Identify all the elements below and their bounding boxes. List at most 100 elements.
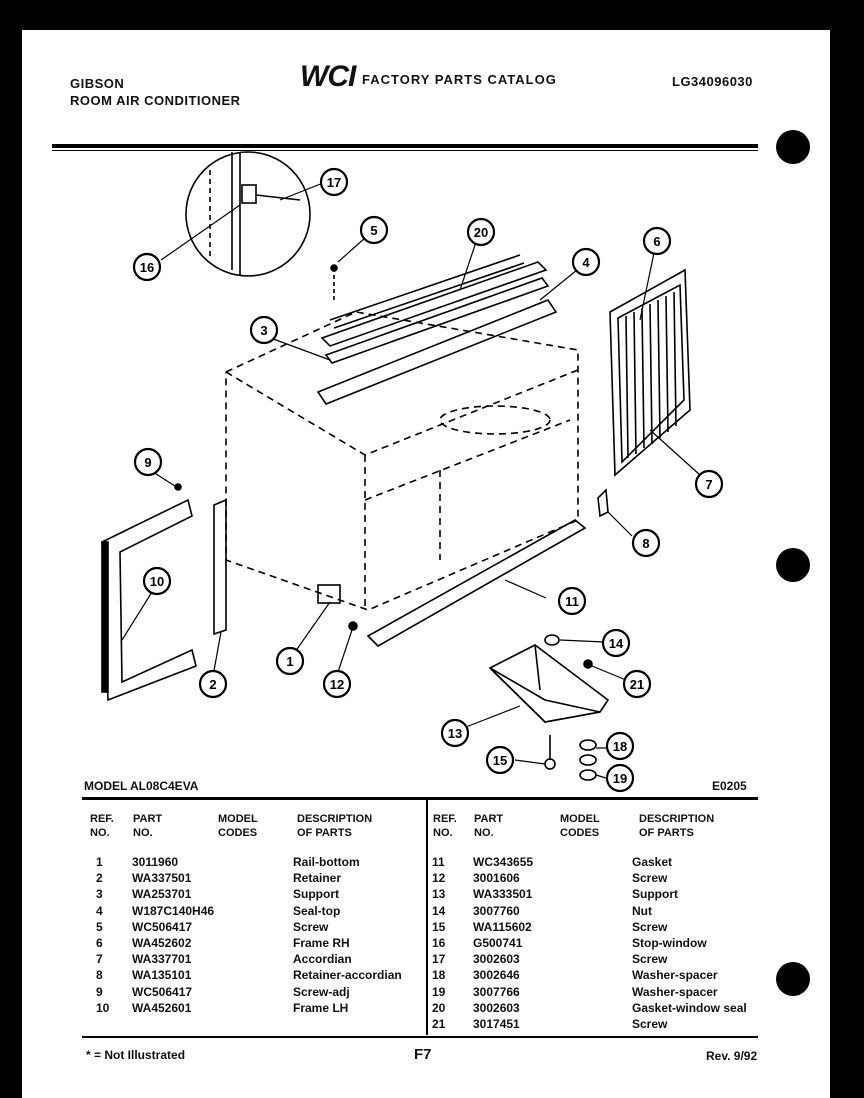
table-divider: [426, 800, 428, 1035]
callout-circles: [132, 167, 724, 793]
leader-lines: [121, 182, 701, 779]
table-cell: 3002603: [473, 952, 520, 967]
table-top-rule: [82, 797, 758, 800]
model-label: MODEL AL08C4EVA: [84, 779, 199, 793]
table-cell: 16: [432, 936, 446, 951]
callout-numbers: 1 2 3 4 5 6 7 8 9 10 11 12 13 14 15 16 1…: [140, 175, 713, 786]
table-cell: 3002603: [473, 1000, 520, 1015]
callout-label: 9: [144, 455, 151, 470]
table-cell: Retainer-accordian: [293, 968, 402, 983]
table-cell: 10: [96, 1000, 110, 1015]
wci-logo: WCI: [300, 60, 356, 93]
table-cell: W187C140H46: [132, 903, 215, 918]
callout-label: 4: [582, 255, 590, 270]
binder-hole: [776, 130, 810, 164]
bottom-gasket: [366, 519, 587, 647]
table-cell: 1: [96, 855, 103, 869]
table-cell: Accordian: [293, 952, 352, 967]
table-cell: 3011960: [132, 855, 179, 869]
table-cell: Nut: [632, 903, 652, 918]
table-cell: WA452601: [132, 1000, 192, 1015]
brand-name: GIBSON: [70, 76, 125, 91]
binder-hole: [776, 548, 810, 582]
table-cell: 21: [432, 1017, 446, 1032]
callout-label: 18: [613, 739, 627, 754]
table-cell: 8: [96, 968, 103, 983]
table-cell: 6: [96, 936, 103, 951]
callout-label: 12: [330, 677, 344, 692]
exploded-parts-diagram: 1 2 3 4 5 6 7 8 9 10 11 12 13 14 15 16 1…: [101, 151, 724, 793]
callout-label: 20: [474, 225, 488, 240]
callout-label: 3: [260, 323, 267, 338]
table-cell: 12: [432, 871, 446, 886]
table-cell: Stop-window: [632, 936, 707, 951]
callout-label: 19: [613, 771, 627, 786]
table-cell: WA337701: [132, 952, 192, 967]
header-rule: [52, 144, 758, 148]
table-cell: 3007766: [473, 984, 520, 999]
table-cell: WA135101: [132, 968, 192, 983]
table-cell: 3002646: [473, 968, 520, 983]
callout-label: 8: [642, 536, 649, 551]
callout-label: 16: [140, 260, 154, 275]
callout-label: 17: [327, 175, 341, 190]
catalog-number: LG34096030: [672, 74, 753, 89]
table-bottom-rule: [82, 1036, 758, 1038]
table-cell: Frame LH: [293, 1000, 349, 1015]
table-cell: Screw: [632, 952, 668, 967]
table-cell: Screw: [632, 871, 668, 886]
table-cell: WA337501: [132, 871, 192, 886]
table-cell: Frame RH: [293, 936, 350, 951]
header-rule-thin: [52, 150, 758, 151]
header-ref: REF.NO.: [90, 813, 114, 839]
table-cell: WC506417: [132, 984, 193, 999]
table-cell: Screw: [293, 919, 329, 934]
model-code: E0205: [712, 779, 747, 793]
table-cell: 14: [432, 903, 446, 918]
table-cell: 19: [432, 984, 446, 999]
binder-hole: [776, 962, 810, 996]
revision-date: Rev. 9/92: [706, 1049, 758, 1063]
left-frame: [101, 498, 197, 702]
table-cell: G500741: [473, 936, 523, 951]
product-name: ROOM AIR CONDITIONER: [70, 93, 241, 108]
table-cell: Screw: [632, 1017, 668, 1032]
table-cell: 18: [432, 968, 446, 983]
table-cell: Support: [632, 887, 678, 902]
callout-label: 13: [448, 726, 462, 741]
table-cell: Washer-spacer: [632, 968, 718, 983]
callout-label: 21: [630, 677, 644, 692]
footnote: * = Not Illustrated: [86, 1048, 186, 1062]
table-cell: 2: [96, 871, 103, 886]
table-cell: 15: [432, 919, 446, 934]
table-cell: Retainer: [293, 871, 342, 886]
callout-label: 14: [609, 636, 624, 651]
table-cell: WC343655: [473, 855, 534, 869]
retainer-strip: [213, 498, 227, 636]
callout-label: 1: [286, 654, 293, 669]
table-cell: WA452602: [132, 936, 192, 951]
table-cell: 11: [432, 855, 445, 869]
right-frame: [609, 268, 691, 477]
top-rails: [316, 254, 558, 405]
table-cell: 17: [432, 952, 446, 967]
table-cell: Washer-spacer: [632, 984, 718, 999]
table-cell: 3017451: [473, 1017, 520, 1032]
table-cell: Screw: [632, 919, 668, 934]
table-cell: Screw-adj: [293, 984, 350, 999]
callout-label: 11: [565, 594, 579, 609]
table-cell: Seal-top: [293, 903, 341, 918]
support-bracket: [488, 644, 610, 723]
table-cell: 3007760: [473, 903, 520, 918]
table-cell: WC506417: [132, 919, 193, 934]
